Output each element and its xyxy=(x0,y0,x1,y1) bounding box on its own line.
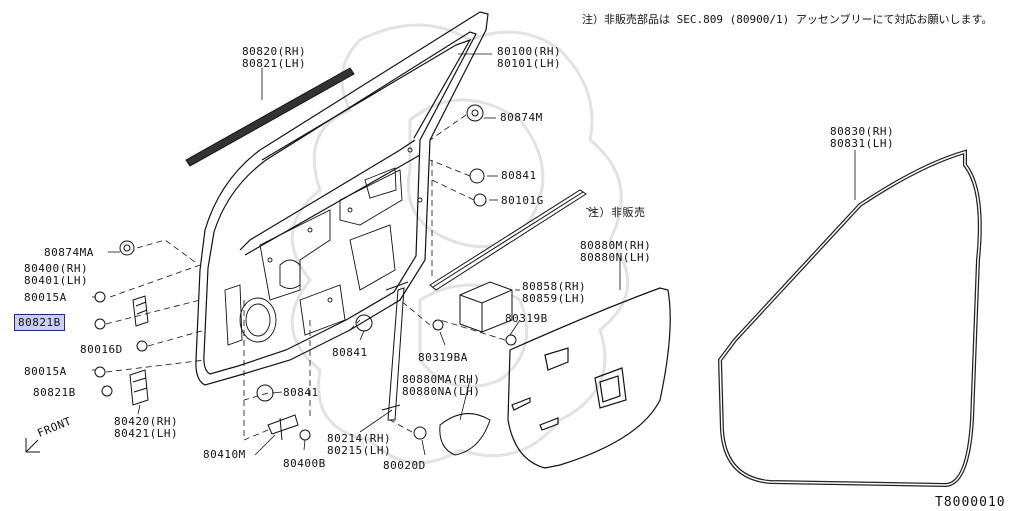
label-80420: 80420(RH) xyxy=(114,415,179,428)
glass-run-strip xyxy=(429,189,587,291)
dashed-guides xyxy=(105,114,506,441)
front-arrow xyxy=(25,438,40,453)
label-80874MA: 80874MA xyxy=(44,246,94,259)
label-80880MA: 80880MA(RH) xyxy=(402,373,481,386)
diagram-code: T8000010 xyxy=(935,495,1006,510)
door-frame xyxy=(195,11,489,386)
label-80020D: 80020D xyxy=(383,459,426,472)
label-80016D: 80016D xyxy=(80,343,123,356)
label-80400: 80400(RH) xyxy=(24,262,89,275)
door-weatherstrip-inner xyxy=(719,151,981,486)
label-80830: 80830(RH) xyxy=(830,125,895,138)
header-note: 注）非販売部品は SEC.809 (80900/1) アッセンブリーにて対応お願… xyxy=(582,13,993,26)
label-80841-mid: 80841 xyxy=(332,346,368,359)
label-80015A-1: 80015A xyxy=(24,291,67,304)
label-80880NA: 80880NA(LH) xyxy=(402,385,481,398)
label-80841-top: 80841 xyxy=(501,169,537,182)
label-80319B: 80319B xyxy=(505,312,548,325)
check-link xyxy=(267,414,299,441)
door-inner-panel xyxy=(224,147,423,346)
door-weatherstrip xyxy=(717,149,982,488)
label-80015A-2: 80015A xyxy=(24,365,67,378)
label-80101: 80101(LH) xyxy=(497,57,562,70)
label-80821B-highlighted[interactable]: 80821B xyxy=(14,314,65,331)
label-80100: 80100(RH) xyxy=(497,45,562,58)
label-80859: 80859(LH) xyxy=(522,292,587,305)
label-80880N: 80880N(LH) xyxy=(580,251,652,264)
label-80401: 80401(LH) xyxy=(24,274,89,287)
label-80821: 80821(LH) xyxy=(242,57,307,70)
label-80410M: 80410M xyxy=(203,448,246,461)
label-80820: 80820(RH) xyxy=(242,45,307,58)
door-trim-panel xyxy=(507,287,671,469)
sealing-screen xyxy=(439,413,491,456)
hinge-upper xyxy=(132,295,149,327)
label-80858: 80858(RH) xyxy=(522,280,587,293)
hinge-lower xyxy=(129,369,149,406)
label-80101G: 80101G xyxy=(501,194,544,207)
window-regulator xyxy=(381,281,409,421)
switch-module xyxy=(459,281,513,333)
leader-lines xyxy=(92,53,856,456)
label-80831: 80831(LH) xyxy=(830,137,895,150)
label-non-sale: 注）非販売 xyxy=(588,206,646,219)
label-80421: 80421(LH) xyxy=(114,427,179,440)
label-80214: 80214(RH) xyxy=(327,432,392,445)
label-80874M: 80874M xyxy=(500,111,543,124)
label-80880M: 80880M(RH) xyxy=(580,239,652,252)
label-80400B: 80400B xyxy=(283,457,326,470)
label-80841-bot: 80841 xyxy=(283,386,319,399)
label-80319BA: 80319BA xyxy=(418,351,468,364)
belt-moulding xyxy=(185,67,355,167)
label-80215: 80215(LH) xyxy=(327,444,392,457)
label-80821B-2: 80821B xyxy=(33,386,76,399)
